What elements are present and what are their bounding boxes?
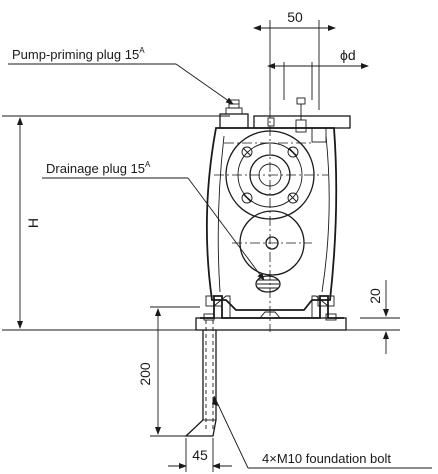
dim-bolt-hook: 45 [168,438,232,472]
callout-drainage-plug: Drainage plug 15A [42,160,265,281]
dim-bore: ϕd [267,47,369,100]
dim-bolt-depth: 200 [137,306,200,437]
pump-priming-plug-size-suffix: A [139,46,145,55]
drainage-plug-label: Drainage plug 15 [46,161,145,176]
drainage-plug-size-suffix: A [145,160,151,169]
dim-50-label: 50 [287,9,303,25]
drain-plug [255,275,281,293]
dim-height: H [2,115,230,331]
svg-text:Pump-priming plug 15A: Pump-priming plug 15A [12,46,145,62]
dim-20-label: 20 [367,288,383,304]
dim-top-width: 50 [253,9,336,110]
dim-phi-d-label: ϕd [340,47,356,63]
dim-H-label: H [25,218,41,228]
foundation-bolt [184,320,217,437]
callout-pump-priming-plug: Pump-priming plug 15A [8,46,234,105]
foundation-bolt-label: 4×M10 foundation bolt [262,451,391,466]
pump-priming-plug-label: Pump-priming plug 15 [12,47,139,62]
pump-base [195,295,347,331]
priming-plug [228,99,240,109]
callout-foundation-bolt: 4×M10 foundation bolt [212,395,432,469]
dim-base-thickness: 20 [367,280,389,354]
flange-bolt-holes [241,146,299,204]
dim-45-label: 45 [192,447,208,463]
casing-outline [205,127,338,311]
dim-200-label: 200 [137,362,153,386]
center-lines [214,108,328,332]
svg-text:Drainage plug 15A: Drainage plug 15A [46,160,151,176]
pump-body [205,97,351,311]
